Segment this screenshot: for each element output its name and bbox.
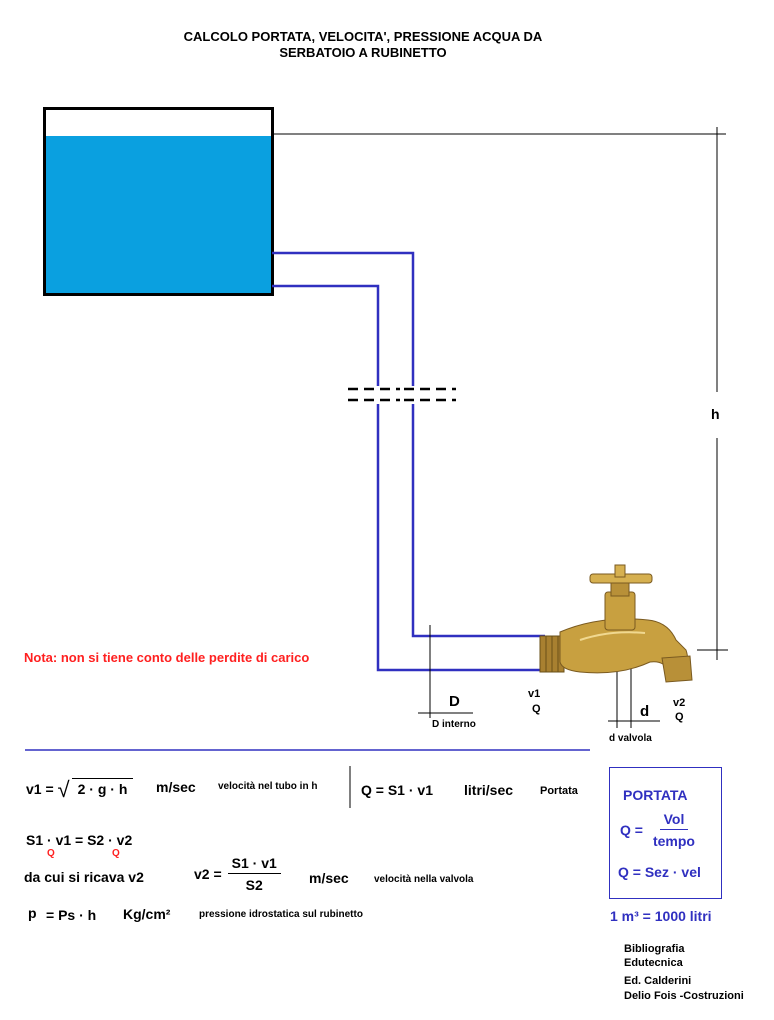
q-formula: Q = S1 · v1	[361, 782, 433, 798]
faucet	[539, 564, 693, 683]
portata-denominator: tempo	[652, 833, 695, 849]
pipe-break	[348, 387, 456, 402]
note-text: Nota: non si tiene conto delle perdite d…	[24, 650, 310, 665]
v1-radicand: 2 · g · h	[71, 778, 134, 797]
v1-unit: m/sec	[156, 779, 196, 795]
label-Q1: Q	[532, 703, 541, 715]
tank-outline	[43, 107, 274, 296]
portata-title: PORTATA	[623, 787, 688, 803]
q-unit: litri/sec	[464, 782, 514, 798]
conversion-text: 1 m³ = 1000 litri	[610, 908, 712, 924]
v1-lhs: v1 =	[26, 781, 54, 797]
pipe-outer-lower	[411, 404, 545, 638]
page-title: CALCOLO PORTATA, VELOCITA', PRESSIONE AC…	[183, 29, 543, 44]
continuity-q-sub-1: Q	[47, 848, 55, 859]
label-v1: v1	[528, 688, 541, 700]
pressure-p: p	[28, 905, 37, 921]
v2-description: velocità nella valvola	[374, 874, 474, 885]
portata-numerator: Vol	[659, 811, 689, 830]
continuity-equation: S1 · v1 = S2 · v2	[26, 832, 133, 848]
pressure-description: pressione idrostatica sul rubinetto	[199, 909, 363, 920]
formula-v1: v1 = √2 · g · h	[26, 777, 134, 803]
q-description: Portata	[540, 785, 578, 797]
page-subtitle: SERBATOIO A RUBINETTO	[279, 45, 447, 60]
height-dimension	[697, 127, 728, 660]
portata-fraction: Vol tempo	[649, 811, 699, 849]
bibliography-line-1: Bibliografia	[624, 943, 685, 955]
derive-text: da cui si ricava v2	[24, 869, 144, 885]
pipe	[272, 251, 545, 672]
tank	[43, 107, 274, 296]
v2-fraction: S1 · v1 S2	[227, 855, 281, 893]
v2-denominator: S2	[245, 877, 263, 893]
pressure-unit: Kg/cm²	[123, 906, 171, 922]
label-Q2: Q	[675, 711, 684, 723]
tank-water	[46, 136, 271, 293]
label-D-interno: D interno	[432, 719, 476, 730]
diameter-dimension	[418, 625, 473, 718]
label-v2: v2	[673, 697, 686, 709]
pressure-formula: = Ps · h	[46, 907, 97, 923]
bibliography-line-3: Ed. Calderini	[624, 975, 692, 987]
formula-v2: v2 = S1 · v1 S2	[194, 855, 281, 893]
pipe-outer-upper	[272, 251, 415, 386]
label-D: D	[449, 693, 460, 710]
portata-formula: Q = Vol tempo	[620, 811, 699, 849]
v1-description: velocità nel tubo in h	[218, 781, 318, 792]
portata-box: PORTATA Q = Vol tempo Q = Sez · vel	[609, 767, 722, 899]
continuity-q-sub-2: Q	[112, 848, 120, 859]
label-h: h	[711, 406, 720, 422]
sqrt-symbol: √	[57, 777, 70, 802]
v2-unit: m/sec	[309, 870, 349, 886]
pipe-inner-lower	[376, 404, 545, 672]
v2-numerator: S1 · v1	[227, 855, 281, 874]
portata-sez-formula: Q = Sez · vel	[618, 864, 701, 880]
pipe-inner-upper	[272, 284, 380, 386]
bibliography-line-4: Delio Fois -Costruzioni	[624, 990, 744, 1002]
v2-lhs: v2 =	[194, 866, 222, 882]
bibliography-line-2: Edutecnica	[624, 957, 683, 969]
portata-q-eq: Q =	[620, 822, 643, 838]
label-d-valvola: d valvola	[609, 733, 652, 744]
label-d: d	[640, 703, 650, 720]
